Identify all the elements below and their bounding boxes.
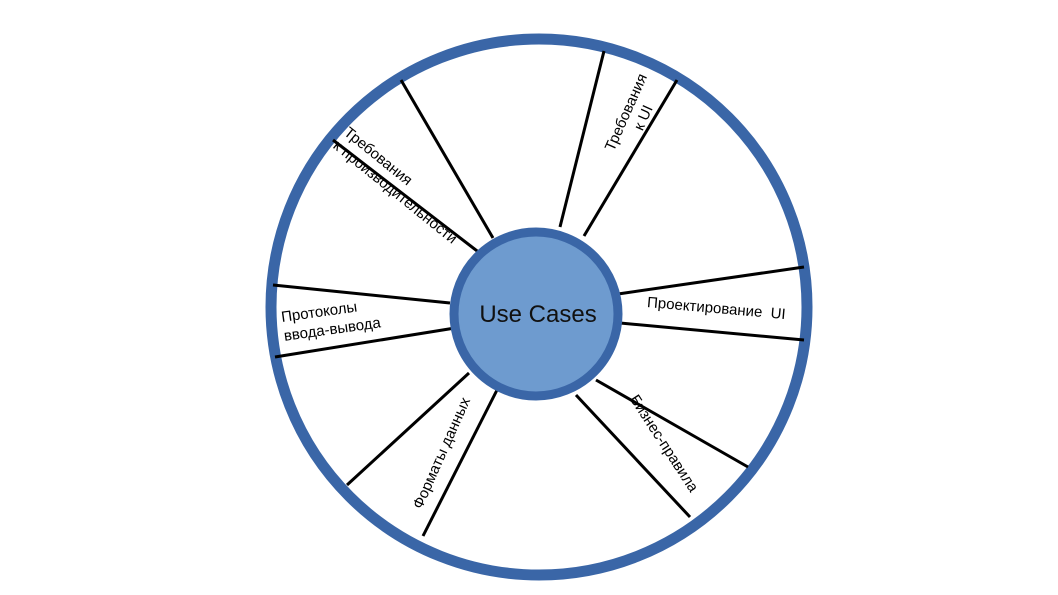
spoke-7 xyxy=(421,389,499,537)
segment-label-performance-requirements: Требования к производительности xyxy=(330,124,471,247)
hub-circle xyxy=(449,227,623,401)
spoke-8 xyxy=(345,371,471,487)
spoke-9 xyxy=(274,326,456,359)
spoke-2 xyxy=(582,79,679,237)
segment-label-line: к производительности xyxy=(330,137,461,247)
spoke-4 xyxy=(619,321,805,342)
spoke-11 xyxy=(332,138,482,256)
segment-label-io-protocols: Протоколы ввода-вывода xyxy=(280,295,382,344)
spoke-10 xyxy=(272,283,451,305)
outer-rim xyxy=(265,33,813,581)
spoke-5 xyxy=(595,378,749,469)
spoke-6 xyxy=(574,393,692,519)
spoke-3 xyxy=(617,265,805,296)
segment-label-business-rules: Бизнес-правила xyxy=(626,392,702,496)
hub-label: Use Cases xyxy=(479,301,596,328)
spoke-12 xyxy=(399,79,495,239)
segment-label-ui-design: Проектирование UI xyxy=(646,294,786,323)
spoke-1 xyxy=(558,50,606,228)
spokes xyxy=(272,50,805,537)
